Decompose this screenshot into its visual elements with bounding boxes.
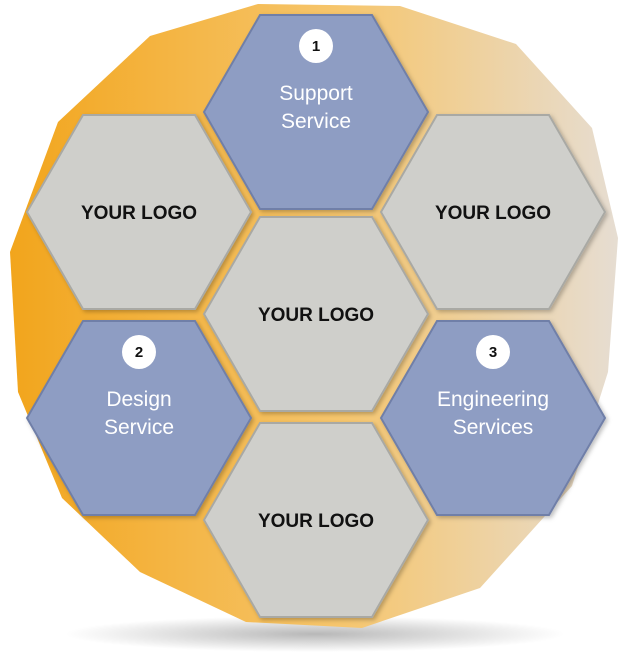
hexagon-shape-logo-top-left xyxy=(25,114,253,310)
logo-label-logo-center: YOUR LOGO xyxy=(258,305,374,326)
service-label-design-line-2: Service xyxy=(104,416,174,439)
logo-label-logo-bottom: YOUR LOGO xyxy=(258,511,374,532)
number-badge-support xyxy=(299,29,333,63)
service-label-support-line-2: Service xyxy=(281,110,351,133)
hexagon-shape-logo-top-right xyxy=(379,114,607,310)
hexagon-logo-top-left: YOUR LOGO xyxy=(25,114,253,310)
hexagon-logo-center: YOUR LOGO xyxy=(202,216,430,412)
service-label-design-line-1: Design xyxy=(106,388,171,411)
number-badge-label-engineering: 3 xyxy=(489,344,497,361)
logo-label-logo-top-right: YOUR LOGO xyxy=(435,203,551,224)
hexagon-shape-support xyxy=(202,14,430,210)
service-label-engineering-line-2: Services xyxy=(453,416,534,439)
number-badge-label-support: 1 xyxy=(312,38,320,55)
number-badge-label-design: 2 xyxy=(135,344,143,361)
hexagon-logo-bottom: YOUR LOGO xyxy=(202,422,430,618)
floor-shadow xyxy=(65,616,565,652)
service-label-engineering-line-1: Engineering xyxy=(437,388,549,411)
hexagon-logo-top-right: YOUR LOGO xyxy=(379,114,607,310)
hexagon-shape-design xyxy=(25,320,253,516)
logo-label-logo-top-left: YOUR LOGO xyxy=(81,203,197,224)
number-badge-engineering xyxy=(476,335,510,369)
number-badge-design xyxy=(122,335,156,369)
hexagon-shape-logo-bottom xyxy=(202,422,430,618)
hexagon-shape-logo-center xyxy=(202,216,430,412)
hexagon-shape-engineering xyxy=(379,320,607,516)
service-label-support-line-1: Support xyxy=(279,82,353,105)
